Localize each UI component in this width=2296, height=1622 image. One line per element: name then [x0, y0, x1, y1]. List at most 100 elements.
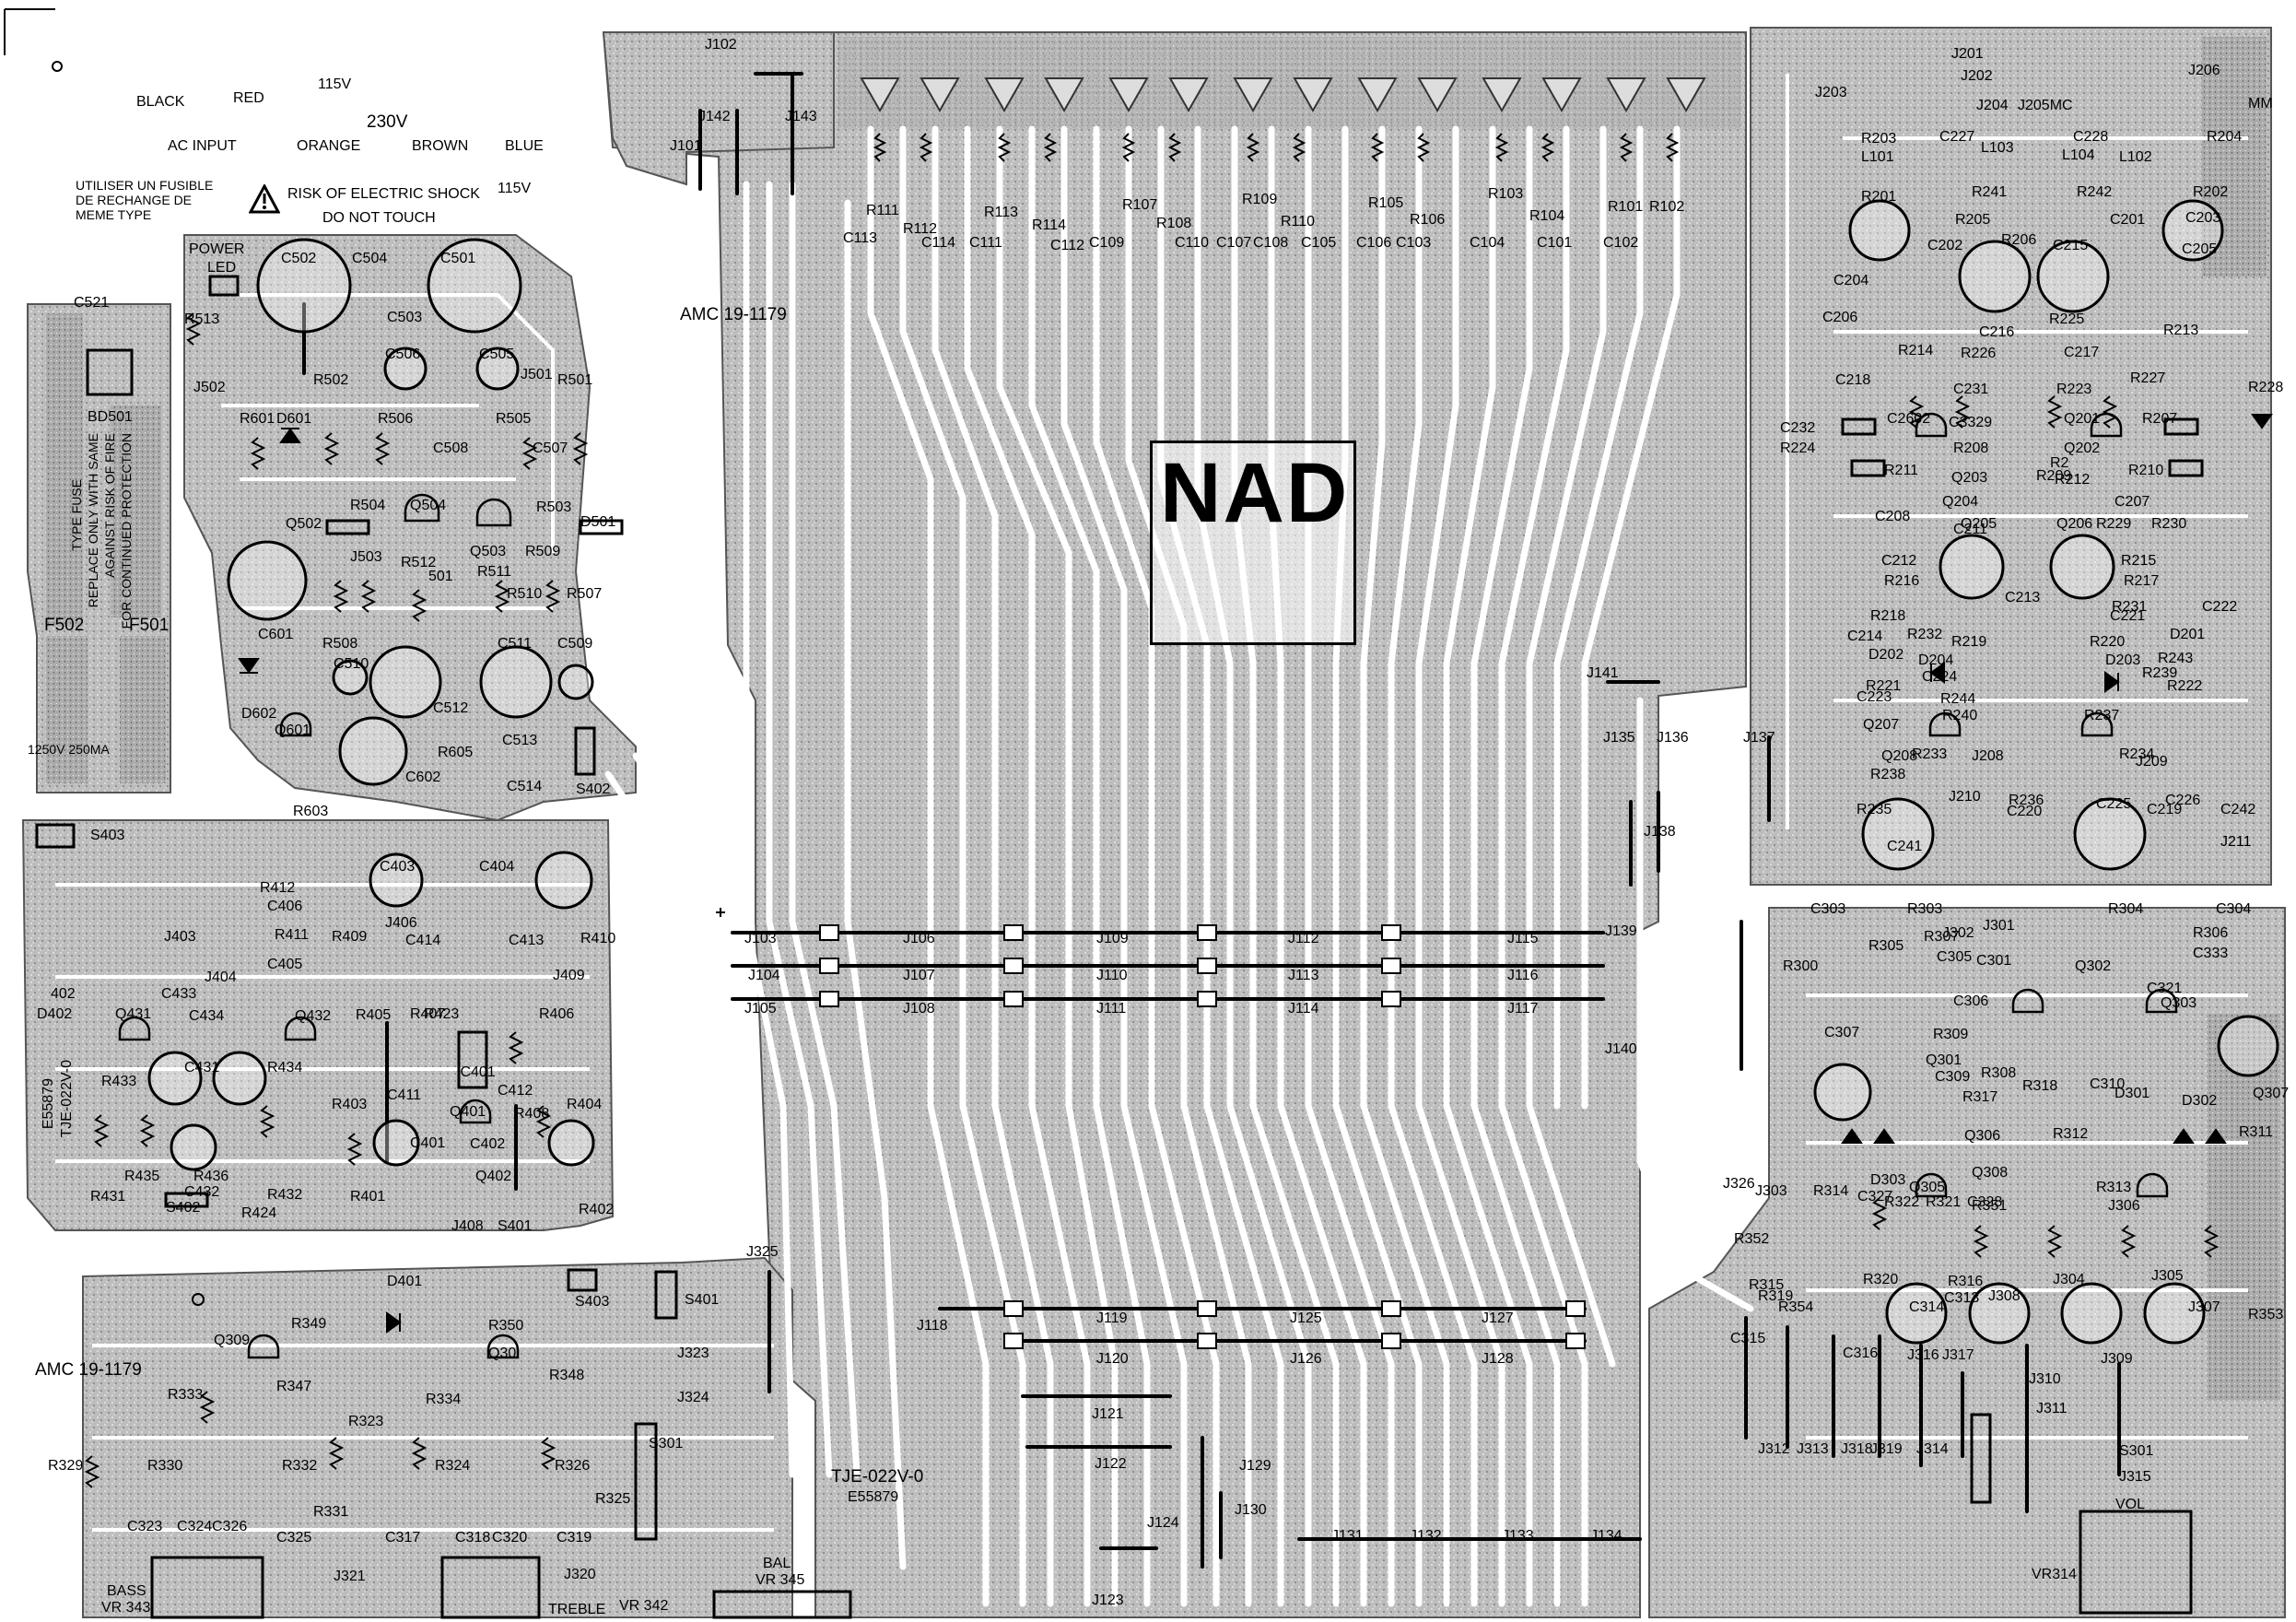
component-label: R110 — [1281, 214, 1316, 229]
component-label: Q208 — [1881, 748, 1918, 764]
component-label: J307 — [2188, 1299, 2220, 1315]
component-label: J139 — [1605, 923, 1637, 939]
component-label: C205 — [2182, 241, 2218, 257]
component-label: C106 — [1356, 235, 1392, 251]
component-label: C504 — [352, 251, 388, 266]
component-label: D601 — [276, 411, 312, 427]
component-label: S401 — [685, 1292, 720, 1308]
component-label: R207 — [2142, 411, 2178, 427]
registration-marks — [4, 8, 725, 1306]
component-label: D202 — [1868, 647, 1904, 663]
component-label: R242 — [2077, 184, 2113, 200]
component-label: J502 — [193, 380, 226, 395]
component-label: C513 — [502, 733, 538, 748]
electric-shock-warning-icon — [249, 184, 280, 214]
component-label: C403 — [380, 859, 416, 875]
jumper-wires — [302, 72, 2121, 1569]
label-vol: VOL — [2115, 1497, 2146, 1512]
component-label: C327 — [1857, 1189, 1893, 1205]
component-label: R409 — [332, 929, 368, 945]
label-ac-input: AC INPUT — [168, 138, 237, 154]
component-label: C315 — [1730, 1331, 1766, 1346]
component-label: C204 — [1833, 273, 1869, 288]
component-label: C104 — [1470, 235, 1505, 251]
component-label: C433 — [161, 986, 197, 1002]
component-label: C505 — [479, 347, 515, 362]
component-label: R112 — [903, 221, 938, 237]
component-label: R405 — [356, 1007, 392, 1023]
protection-note-2: AGAINST RISK OF FIRE — [102, 433, 117, 578]
component-label: C412 — [498, 1083, 533, 1099]
component-label: J403 — [164, 929, 196, 945]
component-label: J131 — [1331, 1528, 1364, 1544]
component-label: R241 — [1972, 184, 2008, 200]
component-label: R435 — [124, 1169, 160, 1184]
component-label: R211 — [1884, 463, 1919, 478]
component-label: J211 — [2220, 834, 2252, 850]
component-label: C225 — [2096, 796, 2132, 812]
component-label: R102 — [1649, 199, 1685, 215]
component-label: C219 — [2147, 802, 2183, 817]
component-label: J202 — [1961, 68, 1993, 84]
component-label: R226 — [1961, 346, 1997, 361]
component-label: J121 — [1092, 1406, 1124, 1422]
component-label: R513 — [184, 311, 220, 327]
component-label: J119 — [1096, 1311, 1128, 1326]
component-label: C231 — [1953, 382, 1989, 397]
component-label: C307 — [1824, 1025, 1860, 1040]
component-label: R114 — [1032, 217, 1067, 233]
component-label: R212 — [2055, 472, 2091, 488]
component-label: C326 — [212, 1519, 248, 1534]
component-label: J302 — [1942, 925, 1974, 941]
component-label: C509 — [557, 636, 593, 652]
component-label: J209 — [2136, 754, 2168, 770]
component-label: R508 — [322, 636, 358, 652]
component-label: C213 — [2005, 590, 2041, 605]
component-label: R105 — [1368, 195, 1404, 211]
component-label: J103 — [744, 931, 777, 946]
component-label: J126 — [1290, 1351, 1322, 1367]
component-label: R325 — [595, 1491, 631, 1507]
component-label: C512 — [433, 700, 469, 716]
component-label: C102 — [1603, 235, 1639, 251]
component-label: R506 — [378, 411, 414, 427]
component-label: Q504 — [410, 498, 447, 513]
component-label: C601 — [258, 627, 294, 642]
component-label: Q206 — [2056, 516, 2093, 532]
component-label: C325 — [276, 1530, 312, 1546]
component-label: J108 — [903, 1001, 935, 1017]
component-label: J128 — [1482, 1351, 1514, 1367]
component-label: C328 — [1967, 1194, 2003, 1210]
component-label: J140 — [1605, 1041, 1637, 1057]
component-label: R239 — [2142, 665, 2178, 681]
component-label: J106 — [903, 931, 935, 946]
fuse-note-fr-3: MEME TYPE — [76, 207, 152, 222]
component-label: R411 — [275, 927, 310, 943]
component-label: C226 — [2165, 793, 2201, 808]
component-label: R403 — [332, 1097, 368, 1112]
component-label: C507 — [533, 441, 568, 456]
component-label: R209 — [2036, 468, 2072, 484]
component-label: C221 — [2110, 608, 2146, 624]
component-label: R229 — [2096, 516, 2132, 532]
component-label: J102 — [705, 37, 737, 53]
component-label: R512 — [401, 555, 437, 570]
component-label: C521 — [74, 295, 110, 311]
component-label: R315 — [1749, 1277, 1785, 1293]
label-orange: ORANGE — [297, 138, 361, 154]
component-label: R510 — [507, 586, 543, 602]
component-label: C501 — [440, 251, 476, 266]
component-label: J304 — [2053, 1272, 2085, 1287]
component-label: R107 — [1122, 197, 1158, 213]
component-label: C215 — [2053, 238, 2089, 253]
component-label: C242 — [2220, 802, 2256, 817]
component-label: R507 — [567, 586, 603, 602]
component-label: J409 — [553, 968, 585, 983]
component-label: J141 — [1587, 665, 1619, 681]
component-label: R410 — [580, 931, 616, 946]
component-label: R320 — [1863, 1272, 1899, 1287]
component-label: R313 — [2096, 1180, 2132, 1195]
component-label: R436 — [193, 1169, 229, 1184]
component-label: D204 — [1918, 652, 1954, 668]
component-label: J116 — [1507, 968, 1539, 983]
